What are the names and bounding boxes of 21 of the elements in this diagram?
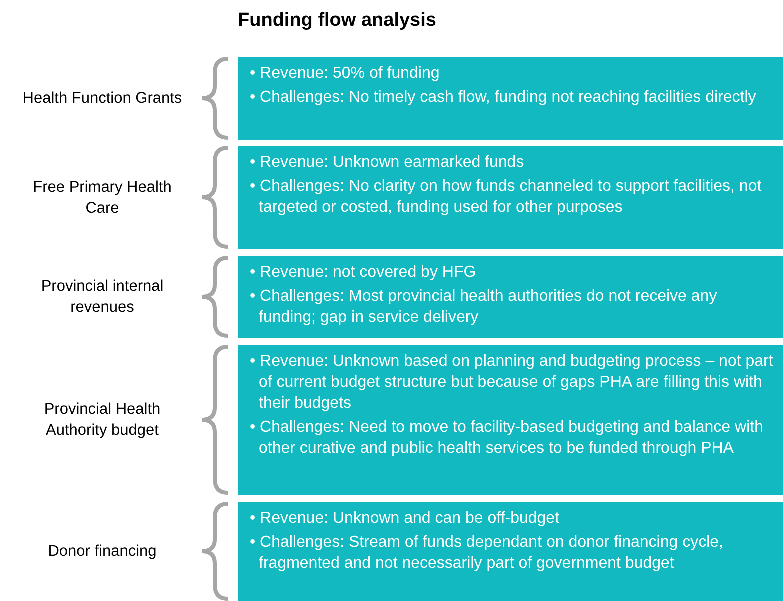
text-panel [238,256,783,338]
bullet-point: • Challenges: Most provincial health authorities do not receive any funding; gap in service delivery [250,287,718,328]
row-label: Provincial Health Authority budget [43,400,162,441]
bullet-point: • Revenue: not covered by HFG [250,263,478,283]
title: Funding flow analysis [238,10,436,32]
row-label: Provincial internal revenues [40,277,165,318]
text-panel [238,345,783,495]
text-panel [238,57,783,140]
bullet-point: • Challenges: No clarity on how funds channeled to support facilities, not targeted or costed, funding used for other purposes [250,177,763,218]
bullet-point: • Revenue: 50% of funding [250,64,441,84]
text-panel [238,146,783,249]
text-panel [238,502,783,601]
row-label: Health Function Grants [22,89,184,109]
bullet-point: • Revenue: Unknown earmarked funds [250,153,526,173]
bullet-point: • Challenges: No timely cash flow, funding not reaching facilities directly [250,88,758,108]
row-label: Donor financing [47,542,158,562]
row-label: Free Primary Health Care [32,178,173,218]
bullet-point: • Challenges: Stream of funds dependant on donor financing cycle, fragmented and not necessarily part of government budget [250,533,724,574]
bullet-point: • Challenges: Need to move to facility-based budgeting and balance with other curative and public health services to be funded through PHA [250,418,764,459]
bullet-point: • Revenue: Unknown based on planning and budgeting process – not part of current budget structure but because of gaps PHA are filling this with their budgets [250,352,774,414]
bullet-point: • Revenue: Unknown and can be off-budget [250,509,561,529]
